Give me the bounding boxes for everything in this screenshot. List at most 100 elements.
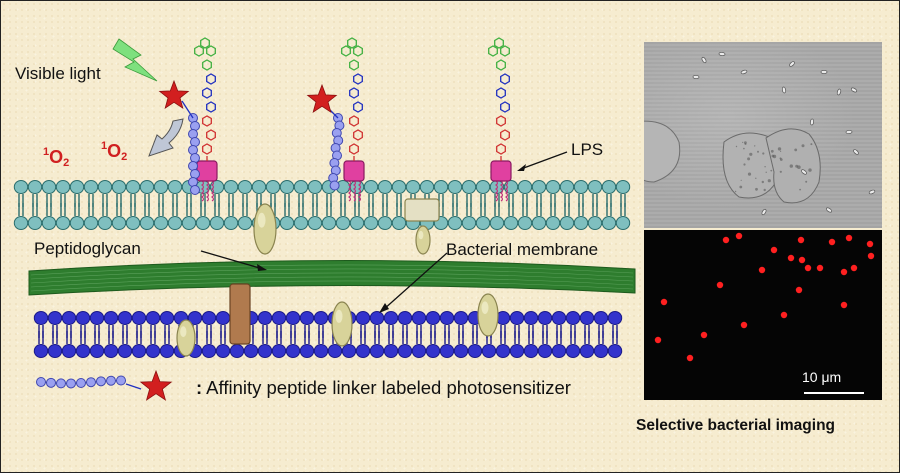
lps-pointer-arrowhead [517,164,526,171]
cell-granule [810,143,812,145]
inner-membrane-protein-1-highlight [180,326,186,337]
sugar-hexagon [350,88,359,98]
linker-1 [182,101,193,118]
cell-granule [799,189,801,191]
peptide-bead [37,378,46,387]
cell-granule [780,157,782,159]
fluorescent-bacterium [771,247,777,253]
cell-granule [773,155,776,158]
fluorescent-bacterium [798,237,804,243]
fluorescent-bacterium [867,241,873,247]
sugar-hexagon [497,88,506,98]
bacterium [782,87,786,93]
cell-granule [754,145,755,146]
sugar-hexagon [207,102,216,112]
cell-granule [745,143,747,145]
curved-arrow-icon [149,119,183,156]
bacterium [719,52,725,56]
bacterium [846,130,852,134]
peptide-bead [57,379,66,388]
bacterium [869,189,876,194]
fluorescent-bacterium [841,302,847,308]
sugar-hexagon [207,74,216,84]
cell-granule [790,164,793,167]
peptide-bead [67,379,76,388]
legend-linker [126,384,141,389]
cell-outline [766,129,820,203]
peptide-bead [117,376,126,385]
cell-granule [736,146,737,147]
sugar-hexagon [497,60,506,70]
legend-text: :Affinity peptide linker labeled photose… [196,377,571,399]
sugar-hexagon [203,60,212,70]
membrane-pointer-arrowhead [379,303,389,313]
sugar-hexagon [207,130,216,140]
cell-granule [747,157,750,160]
bacterium [853,149,860,155]
fluorescent-bacterium [717,282,723,288]
fluorescent-bacterium [829,239,835,245]
sugar-hexagon [201,38,210,48]
inner-membrane-protein-1 [177,320,195,356]
cell-granule [735,191,736,192]
fluorescent-bacterium [799,257,805,263]
fluorescent-bacterium [841,269,847,275]
peptide-bead [107,376,116,385]
peptide-bead [77,379,86,388]
fluorescent-bacterium [851,265,857,271]
bacterium [741,69,748,74]
fluorescent-bacterium [817,265,823,271]
cell-outline [644,121,680,182]
peptidoglycan-label: Peptidoglycan [34,239,141,259]
photosensitizer-star-2 [308,85,337,112]
peptide-bead [330,181,339,190]
cell-granule [768,179,771,182]
peptide-bead [87,378,96,387]
fluorescent-bacterium [788,255,794,261]
sugar-hexagon [497,144,506,154]
cell-granule [755,188,758,191]
cell-granule [764,166,765,167]
fluorescent-bacterium [723,237,729,243]
fluorescent-bacterium [736,233,742,239]
affinity-peptide-chain-1 [189,114,200,195]
scale-bar [804,392,864,394]
fluorescent-bacterium [846,235,852,241]
cell-granule [808,168,811,171]
sugar-hexagon [501,130,510,140]
cell-granule [757,151,759,153]
fluorescent-bacterium [805,265,811,271]
singlet-oxygen-label-1: 1O2 [43,146,69,169]
lps-pointer-line [521,152,567,169]
lightning-icon [113,39,157,81]
lps-core-box [491,161,511,181]
fluorescent-bacterium [655,337,661,343]
lps-core-box [344,161,364,181]
sugar-hexagon [501,102,510,112]
lps-molecule [342,38,364,201]
sugar-hexagon [495,38,504,48]
inner-membrane-protein-2-highlight [336,310,343,323]
sugar-hexagon [350,116,359,126]
cell-granule [766,172,767,173]
brightfield-micrograph [644,42,882,228]
sugar-hexagon [354,102,363,112]
cell-granule [748,173,751,176]
cell-granule [749,153,752,156]
cell-granule [741,180,742,181]
cell-granule [794,149,797,152]
bacterium [826,207,833,213]
sugar-hexagon [501,46,510,56]
fluorescent-bacterium [781,312,787,318]
cell-granule [797,165,801,169]
legend-peptide-chain [37,376,126,388]
outer-membrane-channel [405,199,439,221]
cell-granule [778,147,781,150]
bacterium [761,209,767,216]
sugar-hexagon [354,74,363,84]
bacterium [789,61,796,67]
sugar-hexagon [348,38,357,48]
outer-membrane-protein [254,204,276,254]
peptide-bead [191,186,200,195]
